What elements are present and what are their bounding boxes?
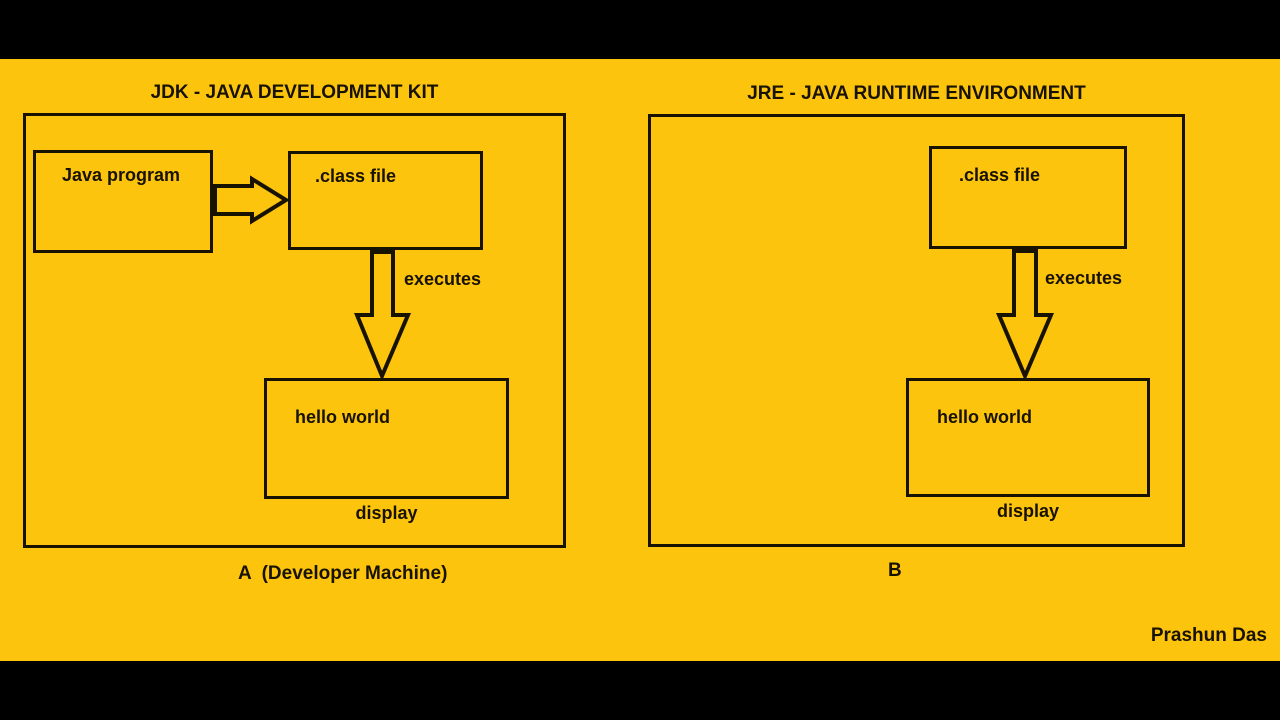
jdk-title: JDK - JAVA DEVELOPMENT KIT (150, 82, 439, 103)
jre-caption: B (888, 560, 902, 581)
jdk-class-file-box: .class file (288, 151, 483, 250)
jre-hello-world-box: hello world (906, 378, 1150, 497)
jre-title: JRE - JAVA RUNTIME ENVIRONMENT (747, 83, 1086, 104)
java-program-label: Java program (62, 165, 181, 185)
jdk-executes-label: executes (404, 269, 482, 289)
jdk-hello-world-label: hello world (295, 407, 391, 427)
watermark-author: Prashun Das (1150, 625, 1267, 646)
jdk-hello-world-box: hello world (264, 378, 509, 499)
diagram-background (0, 59, 1280, 661)
jre-executes-label: executes (1045, 268, 1123, 288)
jre-display-label: display (996, 501, 1060, 521)
jdk-outer-box (23, 113, 566, 548)
jre-class-file-label: .class file (959, 165, 1041, 185)
jdk-display-label: display (355, 503, 418, 523)
jre-hello-world-label: hello world (937, 407, 1033, 427)
jdk-class-file-label: .class file (315, 166, 397, 186)
jdk-caption: A (Developer Machine) (238, 563, 448, 584)
jre-class-file-box: .class file (929, 146, 1127, 249)
java-program-box: Java program (33, 150, 213, 253)
jre-outer-box (648, 114, 1185, 547)
